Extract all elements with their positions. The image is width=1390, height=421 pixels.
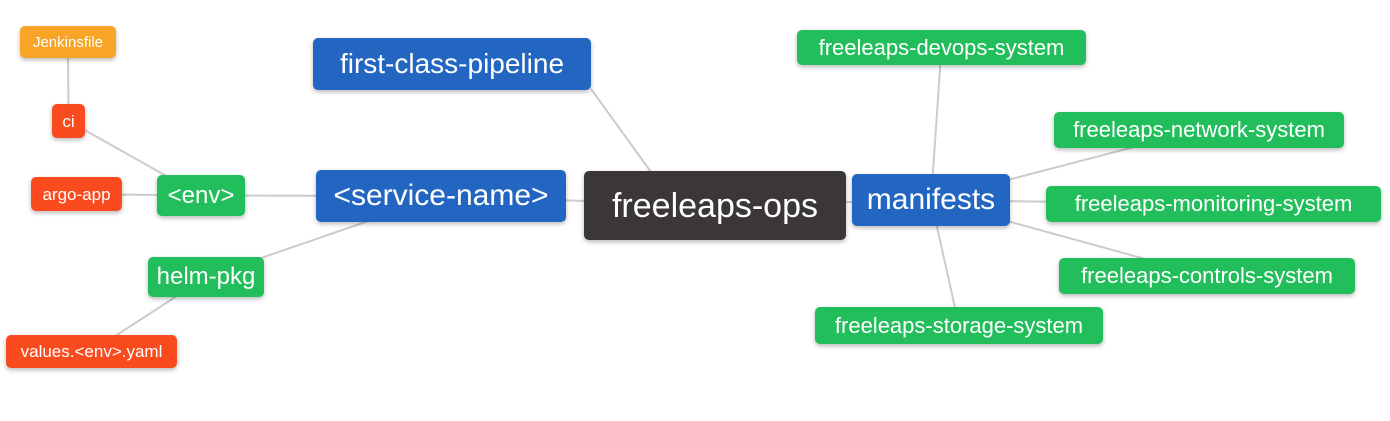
node-freeleaps-storage-system[interactable]: freeleaps-storage-system bbox=[815, 307, 1103, 344]
node-helm-pkg[interactable]: helm-pkg bbox=[148, 257, 264, 297]
node-freeleaps-controls-system[interactable]: freeleaps-controls-system bbox=[1059, 258, 1355, 294]
node-freeleaps-network-system[interactable]: freeleaps-network-system bbox=[1054, 112, 1344, 148]
node-service-name[interactable]: <service-name> bbox=[316, 170, 566, 222]
node-first-class-pipeline[interactable]: first-class-pipeline bbox=[313, 38, 591, 90]
edge-first_class_pipeline-freeleaps_ops bbox=[590, 88, 652, 173]
node-env[interactable]: <env> bbox=[157, 175, 245, 216]
node-jenkinsfile[interactable]: Jenkinsfile bbox=[20, 26, 116, 58]
node-freeleaps-ops-root[interactable]: freeleaps-ops bbox=[584, 171, 846, 240]
node-freeleaps-devops-system[interactable]: freeleaps-devops-system bbox=[797, 30, 1086, 65]
node-freeleaps-monitoring-system[interactable]: freeleaps-monitoring-system bbox=[1046, 186, 1381, 222]
node-manifests[interactable]: manifests bbox=[852, 174, 1010, 226]
node-values-env-yaml[interactable]: values.<env>.yaml bbox=[6, 335, 177, 368]
node-argo-app[interactable]: argo-app bbox=[31, 177, 122, 211]
node-ci[interactable]: ci bbox=[52, 104, 85, 138]
